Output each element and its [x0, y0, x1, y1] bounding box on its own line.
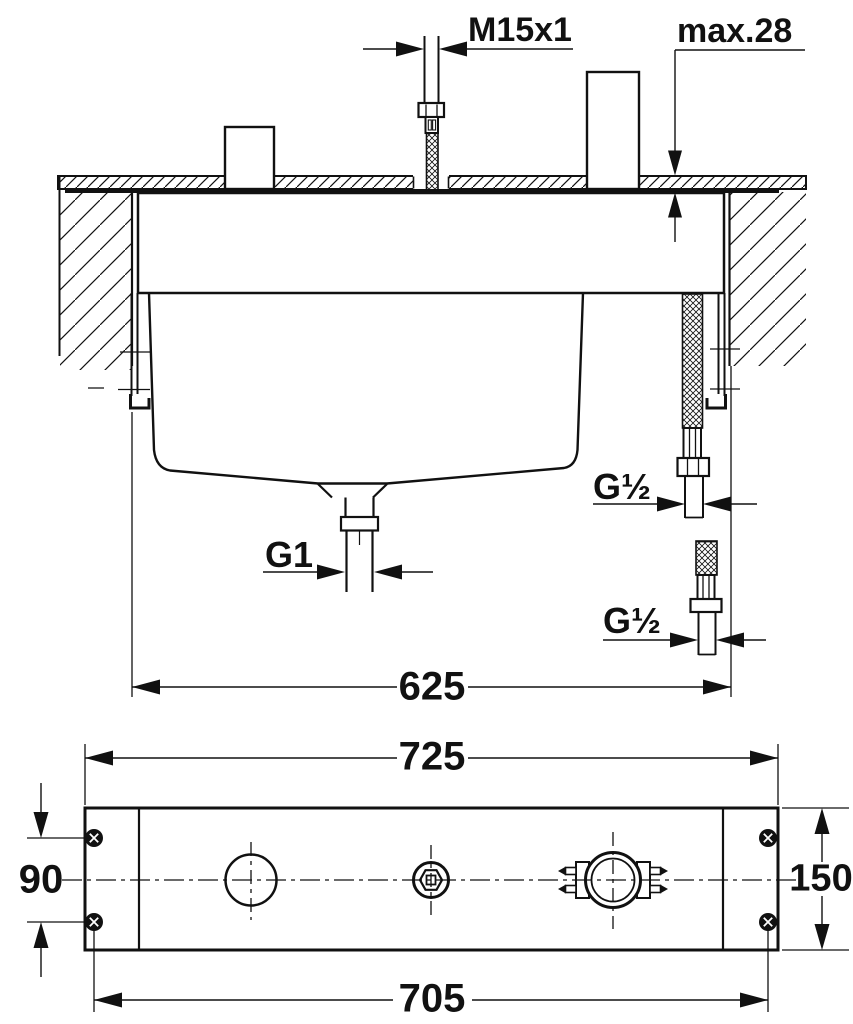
dim-m15x1	[363, 41, 573, 57]
label-dim-90: 90	[18, 857, 64, 902]
wall-hatch-right	[728, 192, 806, 366]
screw	[759, 913, 777, 931]
label-hose-thread-upper: G½	[593, 466, 652, 507]
plate-screws	[85, 829, 777, 931]
dim-725	[84, 744, 779, 805]
label-dim-625: 625	[398, 664, 466, 709]
dim-90	[27, 783, 91, 977]
label-dim-705: 705	[398, 976, 466, 1021]
wall-brackets	[88, 293, 740, 410]
label-dim-150: 150	[789, 857, 853, 900]
dim-150	[782, 807, 849, 951]
dim-705	[93, 928, 769, 1012]
supply-pipe-m15	[417, 36, 446, 191]
flex-hose-upper	[676, 293, 711, 519]
mounting-frame	[65, 189, 779, 295]
dim-g12-upper	[593, 496, 757, 512]
basin-outline	[147, 292, 585, 485]
dim-625	[131, 366, 732, 697]
faucet-shank-left	[223, 125, 276, 191]
label-max-thickness: max.28	[677, 12, 793, 50]
dim-g12-lower	[603, 632, 766, 648]
label-thread-size: M15x1	[468, 11, 572, 49]
flex-hose-lower	[689, 540, 723, 656]
screw	[85, 913, 103, 931]
drain-pipe	[317, 483, 388, 592]
label-hose-thread-lower: G½	[603, 600, 662, 641]
label-dim-725: 725	[398, 734, 466, 779]
label-drain-thread: G1	[265, 534, 314, 575]
screw	[759, 829, 777, 847]
dim-g1	[263, 564, 433, 580]
screw	[85, 829, 103, 847]
faucet-shank-right	[585, 70, 641, 191]
dim-max28	[668, 49, 805, 242]
wall-hatch-left	[58, 176, 134, 370]
centerlines	[62, 832, 802, 929]
